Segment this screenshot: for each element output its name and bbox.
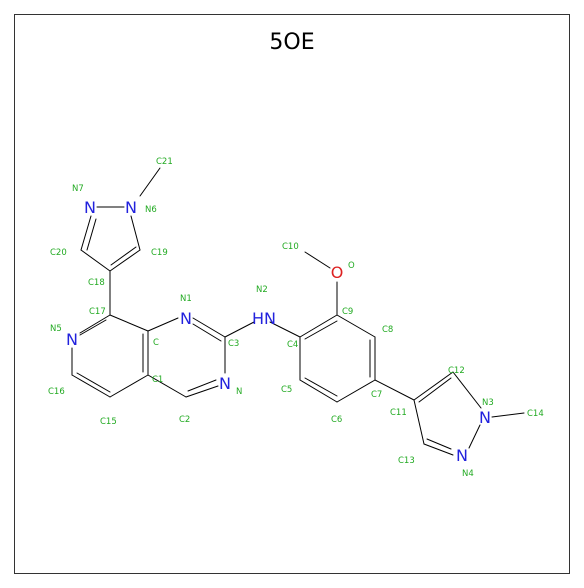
bond-n2-c4 xyxy=(269,321,301,338)
bond-c18-c19-double xyxy=(110,246,137,266)
label-c13: C13 xyxy=(398,456,415,466)
bond-c-n1 xyxy=(147,317,179,332)
label-n7: N7 xyxy=(72,184,84,194)
bond-n-c2 xyxy=(185,385,219,398)
bond-n1-c3-double xyxy=(192,323,222,342)
bond-n-c2-double xyxy=(187,379,217,392)
label-c4: C4 xyxy=(287,340,298,350)
label-c21: C21 xyxy=(156,157,173,167)
bond-n7-c20 xyxy=(80,215,92,251)
bond-c11-c12-double xyxy=(418,377,452,403)
bond-c9-c8 xyxy=(336,314,376,338)
label-c1: C1 xyxy=(152,375,163,385)
bond-n3-n4 xyxy=(468,424,481,449)
bond-c7-c6 xyxy=(336,379,376,403)
bond-c7-c11 xyxy=(374,379,415,401)
label-c5: C5 xyxy=(281,385,292,395)
bond-c12-n3 xyxy=(452,371,482,409)
bond-c4-c9 xyxy=(299,314,338,338)
label-n4: N4 xyxy=(462,469,474,479)
bond-c18-c19 xyxy=(109,249,141,272)
label-n: N xyxy=(236,387,242,397)
label-c11: C11 xyxy=(390,408,407,418)
label-c9: C9 xyxy=(342,307,353,317)
bond-c11-c12 xyxy=(413,371,454,401)
label-n6: N6 xyxy=(145,205,157,215)
atom-h2: H xyxy=(252,309,264,328)
bond-c6-c5 xyxy=(299,379,338,403)
label-n1: N1 xyxy=(180,294,192,304)
bond-n7-c20-double xyxy=(86,218,97,251)
atom-n: N xyxy=(219,374,231,393)
atom-n6: N xyxy=(125,198,137,217)
bond-n4-c13-double xyxy=(426,438,452,450)
bond-c6-c5-double xyxy=(304,377,338,397)
label-c12: C12 xyxy=(448,366,465,376)
label-c19: C19 xyxy=(151,248,168,258)
label-c15: C15 xyxy=(100,417,117,427)
molecule-title: 5OE xyxy=(269,30,315,55)
label-n2: N2 xyxy=(256,285,268,295)
label-c3: C3 xyxy=(228,339,239,349)
label-n5: N5 xyxy=(50,324,62,334)
bond-n4-c13 xyxy=(423,443,454,456)
bond-c20-c18 xyxy=(80,249,111,272)
label-c14: C14 xyxy=(527,409,544,419)
label-o: O xyxy=(348,261,355,271)
atom-n3: N xyxy=(479,408,491,427)
bond-n1-c3 xyxy=(192,317,226,338)
bond-c21-n6 xyxy=(139,167,161,197)
atom-o: O xyxy=(331,263,344,282)
label-c20: C20 xyxy=(50,248,67,258)
label-c17: C17 xyxy=(89,307,106,317)
bond-c16-c15-double xyxy=(76,372,111,393)
label-c16: C16 xyxy=(48,387,65,397)
bond-c2-c1 xyxy=(147,374,187,398)
bond-o-c10 xyxy=(304,251,331,269)
atom-n5: N xyxy=(66,330,78,349)
bond-c17-n5 xyxy=(79,314,111,334)
label-c2: C2 xyxy=(179,415,190,425)
atom-n1: N xyxy=(180,309,192,328)
bond-c4-c9-double xyxy=(304,320,338,340)
bond-n3-c14 xyxy=(491,412,525,418)
atom-n2: N xyxy=(264,309,276,328)
atom-n7: N xyxy=(84,198,96,217)
bond-c13-c11 xyxy=(413,399,425,445)
atom-n4: N xyxy=(456,446,468,465)
diagram-frame xyxy=(14,14,570,574)
label-c6: C6 xyxy=(331,415,342,425)
label-c: C xyxy=(153,338,159,348)
label-c7: C7 xyxy=(371,390,382,400)
bond-c19-n6 xyxy=(130,215,141,251)
label-c10: C10 xyxy=(282,242,299,252)
bond-c-c17 xyxy=(109,314,149,332)
label-c18: C18 xyxy=(88,278,105,288)
label-n3: N3 xyxy=(482,398,494,408)
bond-c16-c15 xyxy=(71,374,111,398)
bond-c17-n5-double xyxy=(79,319,107,336)
bond-c3-n2 xyxy=(224,321,255,338)
bond-c15-c1 xyxy=(109,374,149,398)
label-c8: C8 xyxy=(382,325,393,335)
